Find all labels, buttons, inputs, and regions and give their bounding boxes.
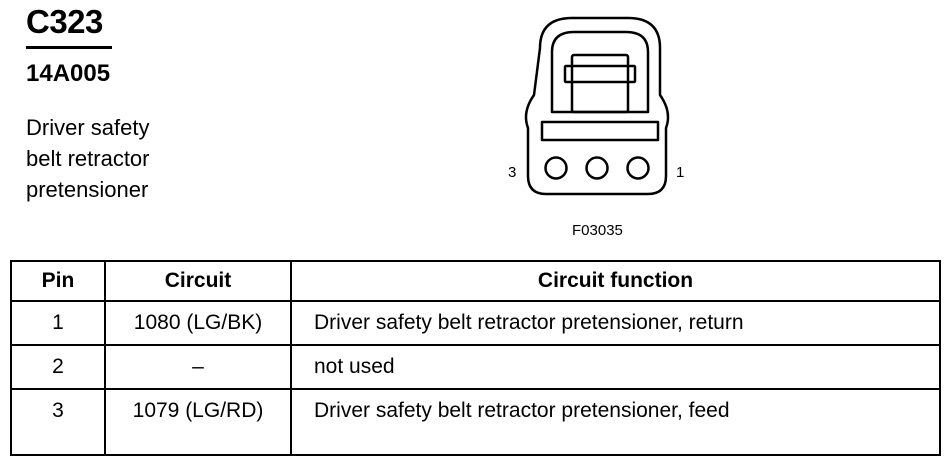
table-row: 1 1080 (LG/BK) Driver safety belt retrac… xyxy=(10,300,941,346)
pin-cell: 3 xyxy=(10,388,106,456)
connector-id-underline xyxy=(26,46,112,49)
column-header-pin: Pin xyxy=(10,260,106,302)
circuit-cell: – xyxy=(104,344,292,390)
terminal-cavity-1 xyxy=(626,156,650,180)
pin-cell: 2 xyxy=(10,344,106,390)
description-line: belt retractor xyxy=(26,146,150,171)
terminal-cavity-2 xyxy=(585,156,609,180)
circuit-cell: 1079 (LG/RD) xyxy=(104,388,292,456)
pin-label-1: 1 xyxy=(676,164,685,181)
description-line: Driver safety xyxy=(26,115,150,140)
connector-face-icon xyxy=(524,16,670,196)
column-header-circuit-function: Circuit function xyxy=(290,260,941,302)
function-cell: not used xyxy=(290,344,941,390)
column-header-circuit: Circuit xyxy=(104,260,292,302)
pinout-table: Pin Circuit Circuit function 1 1080 (LG/… xyxy=(10,260,941,456)
terminal-cavity-3 xyxy=(544,156,568,180)
locking-tab-latch xyxy=(563,64,637,84)
function-cell: Driver safety belt retractor pretensione… xyxy=(290,300,941,346)
circuit-cell: 1080 (LG/BK) xyxy=(104,300,292,346)
table-header-row: Pin Circuit Circuit function xyxy=(10,260,941,302)
function-cell: Driver safety belt retractor pretensione… xyxy=(290,388,941,456)
connector-inner-outline xyxy=(550,30,650,114)
pin-cell: 1 xyxy=(10,300,106,346)
part-number: 14A005 xyxy=(26,60,111,87)
component-description: Driver safety belt retractor pretensione… xyxy=(26,112,226,205)
figure-number: F03035 xyxy=(572,222,623,239)
table-row: 3 1079 (LG/RD) Driver safety belt retrac… xyxy=(10,388,941,456)
connector-id: C323 xyxy=(26,3,103,40)
table-row: 2 – not used xyxy=(10,344,941,390)
locking-tab xyxy=(570,53,630,114)
key-slot xyxy=(540,120,660,142)
connector-housing-outline xyxy=(524,16,670,196)
description-line: pretensioner xyxy=(26,177,149,202)
pin-label-3: 3 xyxy=(508,164,517,181)
